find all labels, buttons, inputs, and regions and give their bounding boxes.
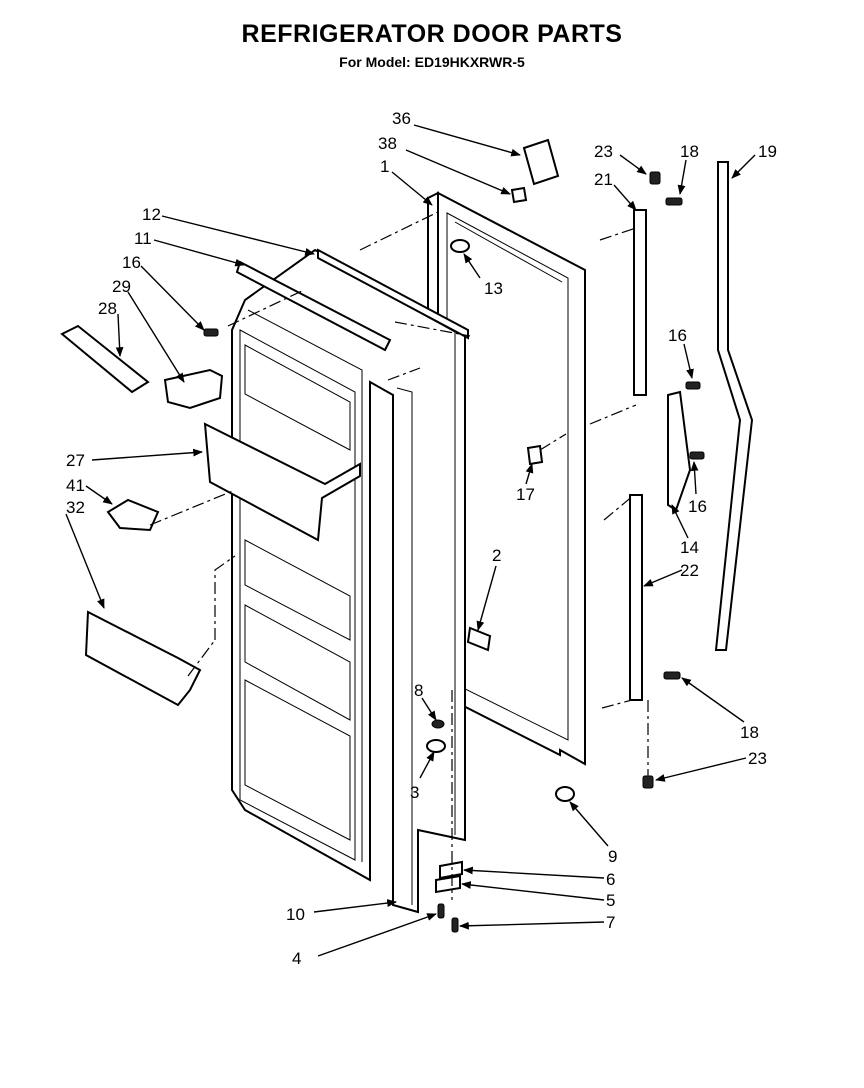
callout-6: 6	[606, 870, 615, 889]
callout-5: 5	[606, 891, 615, 910]
callout-12: 12	[142, 205, 161, 224]
callout-29: 29	[112, 277, 131, 296]
cam-8	[431, 719, 445, 729]
callout-14: 14	[680, 538, 699, 557]
callout-27: 27	[66, 451, 85, 470]
part-38-tag	[510, 186, 528, 204]
screw-7	[451, 917, 459, 933]
model-subtitle: For Model: ED19HKXRWR-5	[339, 54, 525, 70]
bottom-shelf-32	[84, 610, 202, 707]
callout-21: 21	[594, 170, 613, 189]
callout-17: 17	[516, 485, 535, 504]
callout-1: 1	[380, 157, 389, 176]
callout-10: 10	[286, 905, 305, 924]
callout-41: 41	[66, 476, 85, 495]
bushing-9	[555, 786, 575, 802]
top-rail	[235, 260, 392, 352]
assembly-guides	[149, 211, 649, 900]
callout-23: 23	[748, 749, 767, 768]
clip-23-bottom	[642, 775, 654, 789]
clip-23-top	[649, 171, 661, 185]
callout-32: 32	[66, 498, 85, 517]
callout-3: 3	[410, 783, 419, 802]
callout-16: 16	[122, 253, 141, 272]
seal-19	[714, 161, 754, 651]
callout-38: 38	[378, 134, 397, 153]
clip-17	[526, 444, 544, 466]
gasket-strip	[317, 248, 469, 340]
callout-7: 7	[606, 913, 615, 932]
hinge-5	[435, 874, 461, 894]
callout-22: 22	[680, 561, 699, 580]
bushing-13	[450, 239, 470, 253]
callout-2: 2	[492, 546, 501, 565]
screw-18-bottom	[663, 671, 681, 680]
screw-16-left	[203, 328, 219, 337]
page-title: REFRIGERATOR DOOR PARTS	[241, 20, 623, 48]
latch-2	[466, 626, 492, 652]
small-cup	[106, 498, 160, 532]
callout-11: 11	[134, 229, 152, 248]
dispenser-shelf	[203, 422, 361, 542]
bracket-29	[163, 368, 224, 410]
callout-4: 4	[292, 949, 301, 968]
callout-19: 19	[758, 142, 777, 161]
callout-9: 9	[608, 847, 617, 866]
leader-lines	[65, 124, 756, 957]
callout-36: 36	[392, 109, 411, 128]
cam-3	[426, 739, 446, 753]
screw-16-right-b	[689, 451, 705, 460]
screw-16-right-a	[685, 381, 701, 390]
callout-16: 16	[688, 497, 707, 516]
strip-22	[629, 494, 643, 701]
callout-18: 18	[740, 723, 759, 742]
hinge-6	[439, 860, 463, 880]
screw-18-top	[665, 197, 683, 206]
callout-8: 8	[414, 681, 423, 700]
door-liner	[231, 248, 466, 914]
part-36-plate	[522, 138, 560, 186]
callout-13: 13	[484, 279, 503, 298]
callout-28: 28	[98, 299, 117, 318]
trim-28	[60, 324, 150, 394]
callout-18: 18	[680, 142, 699, 161]
callout-16: 16	[668, 326, 687, 345]
callout-labels: 36 38 1 12 11 16 29 28 13 23 18 19 21 16…	[66, 109, 777, 968]
strip-21	[633, 209, 647, 396]
screw-4	[437, 903, 445, 919]
bracket-14	[667, 390, 692, 512]
callout-23: 23	[594, 142, 613, 161]
